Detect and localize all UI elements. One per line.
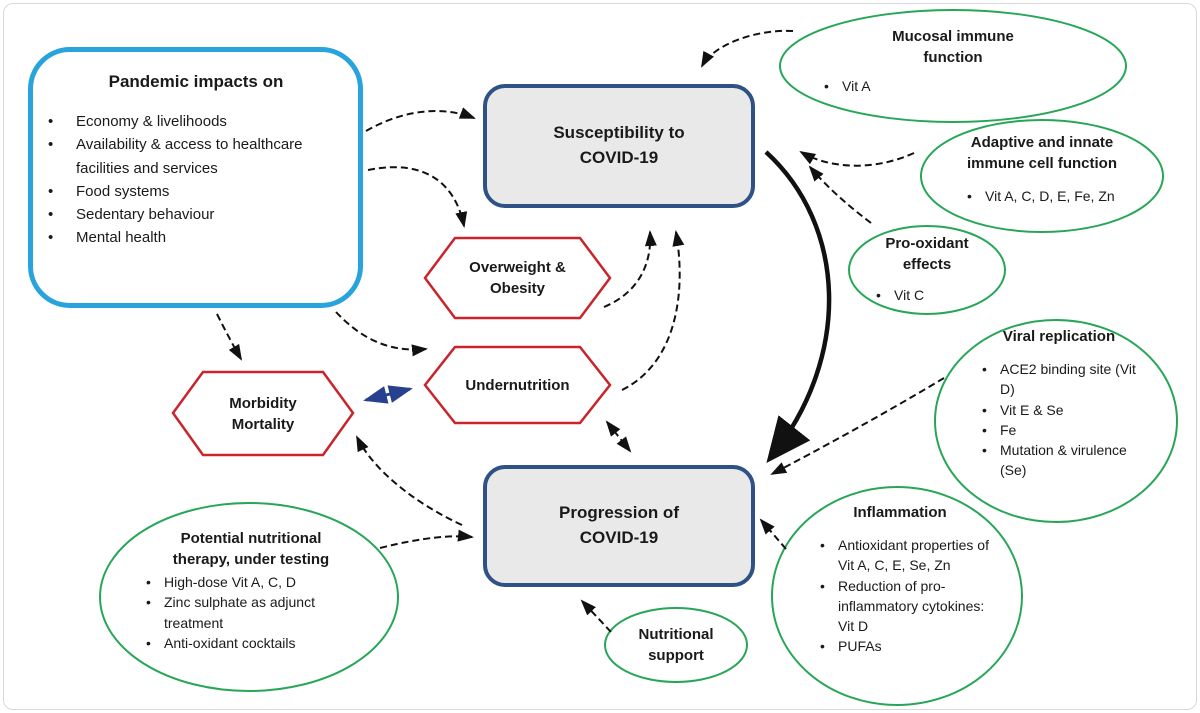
overweight-obesity-label: Overweight & Obesity [469, 259, 566, 297]
pandemic-impacts-box [28, 47, 363, 308]
list-item: •Anti-oxidant cocktails [146, 634, 296, 651]
prooxidant-title: Pro-oxidant effects [885, 235, 969, 273]
mucosal-title: Mucosal immune function [892, 28, 1014, 66]
list-item: •Economy & livelihoods [48, 113, 227, 130]
list-item: •Vit A, C, D, E, Fe, Zn [967, 188, 1115, 204]
list-item: •Zinc sulphate as adjunct treatment [146, 594, 315, 631]
ellipse-mucosal-immune-function [779, 9, 1127, 123]
arrow-overweight-to-susceptibility [603, 230, 657, 308]
list-item: •Food systems [48, 182, 170, 200]
arrow-pandemic-to-undernutrition [335, 311, 428, 357]
morbidity-mortality-label: Morbidity Mortality [229, 394, 297, 433]
pandemic-impacts-content: Pandemic impacts on •Economy & livelihoo… [48, 72, 344, 250]
arrow-therapy-to-progression [379, 529, 474, 549]
viral-content: Viral replication •ACE2 binding site (Vi… [968, 326, 1150, 481]
inflammation-title: Inflammation [853, 504, 947, 521]
adaptive-title: Adaptive and innate immune cell function [966, 134, 1117, 172]
list-item: •Availability & access to healthcare fac… [48, 136, 303, 177]
list-item: •Antioxidant properties of Vit A, C, E, … [820, 537, 989, 574]
list-item: •PUFAs [820, 638, 882, 655]
arrow-progression-to-morbidity [356, 435, 463, 526]
adaptive-content: Adaptive and innate immune cell function… [925, 132, 1159, 206]
ellipse-nutritional-support [604, 607, 748, 683]
pandemic-impacts-list: •Economy & livelihoods •Availability & a… [48, 110, 344, 250]
list-item: •Vit C [876, 287, 925, 303]
ellipse-potential-nutritional-therapy [99, 502, 399, 692]
progression-box: Progression of COVID-19 [483, 465, 755, 587]
list-item: •High-dose Vit A, C, D [146, 574, 297, 590]
ellipse-pro-oxidant-effects [848, 225, 1006, 315]
list-item: •Mental health [48, 229, 167, 247]
arrow-pandemic-to-susceptibility [365, 107, 476, 132]
arrow-nutritional-support-to-progression [580, 599, 612, 633]
undernutrition-label: Undernutrition [465, 376, 570, 394]
inflammation-content: Inflammation •Antioxidant properties of … [800, 502, 1000, 657]
nutritional-support-title: Nutritional support [638, 626, 714, 664]
nutritional-support-content: Nutritional support [615, 624, 737, 666]
arrow-prooxidant-to-susceptibility [808, 165, 872, 224]
susceptibility-box: Susceptibility to COVID-19 [483, 84, 755, 208]
arrow-pandemic-to-overweight [367, 166, 468, 228]
arrow-susceptibility-to-progression-thick [764, 150, 832, 464]
list-item: •Fe [982, 421, 1017, 438]
list-item: •Sedentary behaviour [48, 206, 215, 223]
viral-title: Viral replication [1002, 328, 1116, 345]
arrow-mucosal-to-susceptibility [701, 29, 794, 68]
arrow-viral-to-progression [770, 377, 945, 475]
ellipse-adaptive-innate-immune [920, 119, 1164, 233]
arrow-adaptive-to-susceptibility [799, 150, 915, 167]
arrow-morbidity-undernutrition-bidirectional [363, 385, 413, 404]
ellipse-viral-replication [934, 319, 1178, 523]
list-item: •ACE2 binding site (Vit D) [982, 361, 1136, 398]
therapy-content: Potential nutritional therapy, under tes… [120, 528, 382, 653]
mucosal-content: Mucosal immune function •Vit A [800, 26, 1106, 96]
ellipse-inflammation [771, 486, 1023, 706]
list-item: •Vit E & Se [982, 401, 1064, 418]
arrow-undernutrition-progression-bidirectional [605, 420, 632, 453]
list-item: •Vit A [824, 78, 871, 94]
prooxidant-content: Pro-oxidant effects •Vit C [860, 233, 994, 305]
hexagon-morbidity-mortality [171, 370, 355, 457]
arrow-inflammation-to-progression [759, 518, 787, 550]
arrow-pandemic-to-morbidity [216, 313, 243, 361]
therapy-title: Potential nutritional therapy, under tes… [172, 530, 330, 568]
hexagon-undernutrition [423, 345, 612, 425]
list-item: •Reduction of pro-inflammatory cytokines… [820, 577, 985, 635]
arrow-undernutrition-to-susceptibility [621, 230, 685, 391]
list-item: •Mutation & virulence (Se) [982, 442, 1127, 479]
pandemic-impacts-title: Pandemic impacts on [108, 72, 284, 91]
hexagon-overweight-obesity [423, 236, 612, 320]
